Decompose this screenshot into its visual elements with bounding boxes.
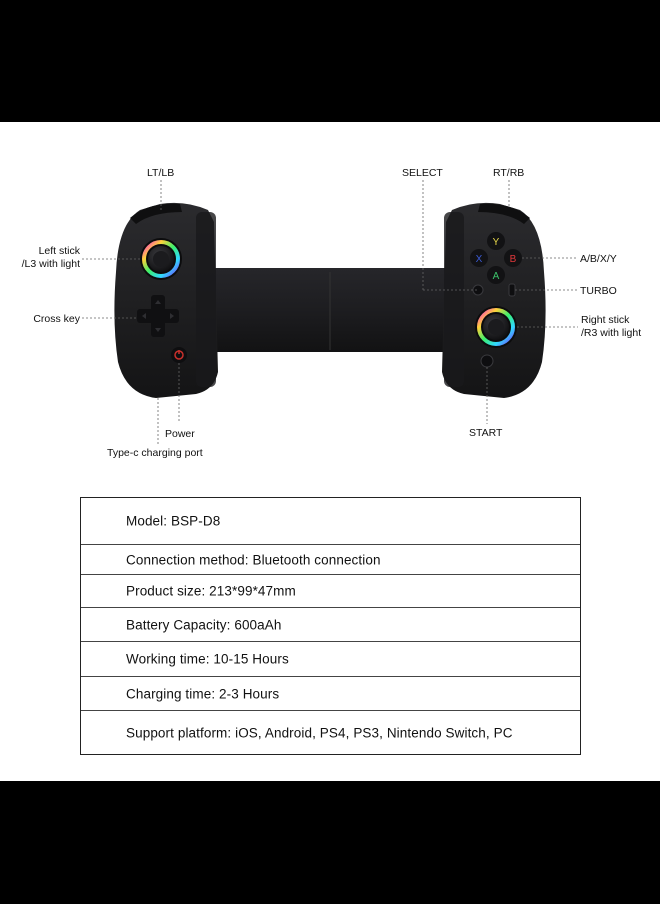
b-button[interactable]: B bbox=[504, 249, 522, 267]
left-stick[interactable] bbox=[140, 238, 182, 280]
label-lt-lb: LT/LB bbox=[147, 167, 175, 179]
spec-row-battery: Battery Capacity: 600aAh bbox=[81, 608, 580, 642]
label-left-stick-1: Left stick bbox=[38, 245, 80, 257]
spec-row-connection: Connection method: Bluetooth connection bbox=[81, 545, 580, 575]
turbo-button[interactable] bbox=[508, 283, 516, 297]
spec-row-model: Model: BSP-D8 bbox=[81, 498, 580, 545]
controller-diagram: Y X B A bbox=[82, 180, 578, 444]
svg-text:B: B bbox=[510, 254, 517, 265]
label-power: Power bbox=[165, 428, 195, 440]
spec-table: Model: BSP-D8 Connection method: Bluetoo… bbox=[80, 497, 581, 755]
select-button[interactable] bbox=[472, 284, 484, 296]
face-buttons: Y X B A bbox=[470, 232, 522, 284]
product-image: Y X B A bbox=[0, 122, 660, 781]
y-button[interactable]: Y bbox=[487, 232, 505, 250]
spec-row-charging-time: Charging time: 2-3 Hours bbox=[81, 677, 580, 711]
left-grip bbox=[114, 202, 218, 398]
right-stick[interactable] bbox=[475, 306, 517, 348]
cross-key[interactable] bbox=[137, 295, 179, 337]
label-rt-rb: RT/RB bbox=[493, 167, 525, 179]
right-grip bbox=[442, 202, 546, 398]
label-start: START bbox=[469, 427, 503, 439]
label-turbo: TURBO bbox=[580, 285, 617, 297]
label-abxy: A/B/X/Y bbox=[580, 253, 617, 265]
spec-row-working-time: Working time: 10-15 Hours bbox=[81, 642, 580, 677]
start-button[interactable] bbox=[480, 354, 494, 368]
label-typec: Type-c charging port bbox=[107, 447, 203, 459]
left-bumper[interactable] bbox=[130, 203, 182, 224]
svg-text:A: A bbox=[493, 271, 500, 282]
power-button[interactable] bbox=[171, 347, 187, 363]
label-select: SELECT bbox=[402, 167, 443, 179]
leader-lines bbox=[82, 180, 578, 444]
label-right-stick-1: Right stick bbox=[581, 314, 630, 326]
a-button[interactable]: A bbox=[487, 266, 505, 284]
spec-row-size: Product size: 213*99*47mm bbox=[81, 575, 580, 608]
label-right-stick-2: /R3 with light bbox=[581, 327, 642, 339]
x-button[interactable]: X bbox=[470, 249, 488, 267]
label-left-stick-2: /L3 with light bbox=[21, 258, 80, 270]
spec-row-platform: Support platform: iOS, Android, PS4, PS3… bbox=[126, 725, 513, 741]
right-bumper[interactable] bbox=[478, 203, 530, 224]
svg-text:X: X bbox=[476, 254, 483, 265]
label-cross-key: Cross key bbox=[33, 313, 80, 325]
svg-text:Y: Y bbox=[493, 237, 500, 248]
